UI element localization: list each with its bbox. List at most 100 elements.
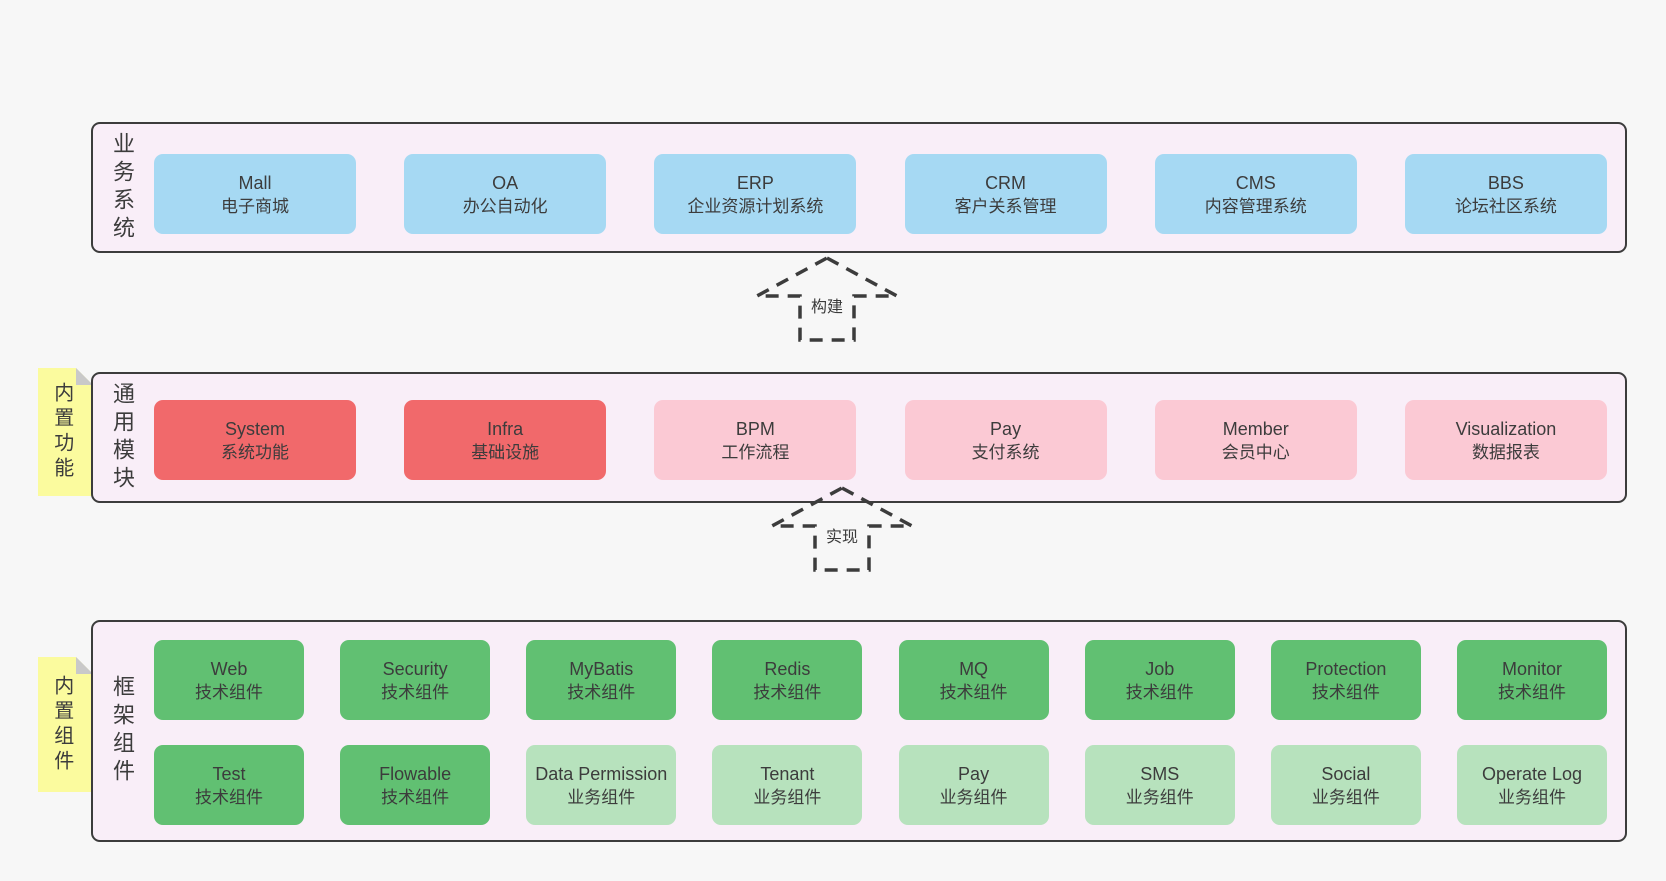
box-subtitle: 技术组件 [939, 682, 1008, 702]
box-erp: ERP 企业资源计划系统 [654, 154, 857, 234]
box-subtitle: 系统功能 [221, 442, 289, 462]
box-title: Tenant [760, 763, 815, 784]
box-title: SMS [1140, 763, 1180, 784]
box-subtitle: 业务组件 [567, 787, 636, 807]
box-subtitle: 技术组件 [195, 787, 263, 807]
box-subtitle: 企业资源计划系统 [687, 196, 824, 216]
box-pay: Pay 支付系统 [904, 400, 1107, 480]
build-arrow: 构建 [747, 254, 907, 344]
box-title: Operate Log [1481, 763, 1583, 784]
box-subtitle: 支付系统 [971, 442, 1040, 462]
sticky-label: 内置功能 [50, 382, 73, 482]
sticky-label: 内置组件 [50, 674, 73, 775]
box-subtitle: 会员中心 [1221, 442, 1290, 462]
box-data-permission: Data Permission 业务组件 [526, 745, 677, 825]
box-subtitle: 业务组件 [753, 787, 822, 807]
arrow-label: 实现 [822, 522, 862, 548]
box-mybatis: MyBatis 技术组件 [526, 640, 677, 720]
box-subtitle: 内容管理系统 [1204, 196, 1307, 216]
box-subtitle: 工作流程 [721, 442, 790, 462]
box-row: System 系统功能 Infra 基础设施 BPM 工作流程 Pay 支付系统… [154, 400, 1607, 480]
sticky-note-builtin-features: 内置功能 [38, 368, 93, 496]
box-title: Mall [238, 172, 272, 193]
box-bpm: BPM 工作流程 [654, 400, 857, 480]
box-title: CRM [985, 172, 1027, 193]
box-redis: Redis 技术组件 [712, 640, 863, 720]
box-title: Web [210, 658, 248, 679]
box-subtitle: 技术组件 [381, 787, 450, 807]
box-title: CMS [1235, 172, 1276, 193]
box-title: Data Permission [535, 763, 668, 784]
box-infra: Infra 基础设施 [404, 400, 607, 480]
box-row: Test 技术组件 Flowable 技术组件 Data Permission … [154, 745, 1607, 825]
section-common-modules: 通用模块 System 系统功能 Infra 基础设施 BPM 工作流程 Pay… [91, 372, 1627, 503]
box-visualization: Visualization 数据报表 [1404, 400, 1607, 480]
box-title: Monitor [1501, 658, 1562, 679]
box-title: ERP [736, 172, 774, 193]
box-title: Pay [990, 418, 1022, 439]
box-title: BPM [735, 418, 775, 439]
box-member: Member 会员中心 [1154, 400, 1357, 480]
box-title: OA [492, 172, 519, 193]
box-subtitle: 办公自动化 [462, 196, 548, 216]
box-subtitle: 技术组件 [1311, 682, 1380, 702]
box-title: Social [1321, 763, 1371, 784]
box-flowable: Flowable 技术组件 [340, 745, 491, 825]
box-subtitle: 技术组件 [1125, 682, 1194, 702]
box-mall: Mall 电子商城 [154, 154, 356, 234]
box-subtitle: 技术组件 [567, 682, 636, 702]
box-title: Redis [764, 658, 811, 679]
box-operate-log: Operate Log 业务组件 [1456, 745, 1607, 825]
box-title: Security [382, 658, 448, 679]
box-subtitle: 技术组件 [195, 682, 263, 702]
box-subtitle: 技术组件 [381, 682, 450, 702]
implement-arrow: 实现 [762, 484, 922, 574]
box-title: Visualization [1455, 418, 1557, 439]
box-bbs: BBS 论坛社区系统 [1404, 154, 1607, 234]
box-title: Flowable [379, 763, 452, 784]
box-title: Member [1222, 418, 1289, 439]
box-title: System [224, 418, 285, 439]
box-system: System 系统功能 [154, 400, 356, 480]
section-label: 业务系统 [110, 131, 135, 244]
box-subtitle: 业务组件 [1497, 787, 1566, 807]
box-subtitle: 基础设施 [471, 442, 540, 462]
box-oa: OA 办公自动化 [404, 154, 607, 234]
box-sms: SMS 业务组件 [1084, 745, 1235, 825]
box-web: Web 技术组件 [154, 640, 304, 720]
section-framework-components: 框架组件 Web 技术组件 Security 技术组件 MyBatis 技术组件… [91, 620, 1627, 842]
box-subtitle: 论坛社区系统 [1454, 196, 1557, 216]
box-subtitle: 数据报表 [1471, 442, 1540, 462]
box-monitor: Monitor 技术组件 [1456, 640, 1607, 720]
box-subtitle: 业务组件 [939, 787, 1008, 807]
box-title: Pay [958, 763, 990, 784]
box-crm: CRM 客户关系管理 [904, 154, 1107, 234]
box-title: MyBatis [569, 658, 634, 679]
box-social: Social 业务组件 [1270, 745, 1421, 825]
box-mq: MQ 技术组件 [898, 640, 1049, 720]
box-subtitle: 技术组件 [753, 682, 822, 702]
section-label: 通用模块 [110, 381, 135, 494]
box-pay: Pay 业务组件 [898, 745, 1049, 825]
box-subtitle: 业务组件 [1311, 787, 1380, 807]
box-test: Test 技术组件 [154, 745, 304, 825]
box-cms: CMS 内容管理系统 [1154, 154, 1357, 234]
box-title: BBS [1487, 172, 1524, 193]
box-tenant: Tenant 业务组件 [712, 745, 863, 825]
box-subtitle: 客户关系管理 [954, 196, 1057, 216]
arrow-label: 构建 [807, 292, 847, 318]
box-subtitle: 技术组件 [1497, 682, 1566, 702]
box-title: Protection [1305, 658, 1387, 679]
section-business-systems: 业务系统 Mall 电子商城 OA 办公自动化 ERP 企业资源计划系统 CRM… [91, 122, 1627, 253]
box-row: Web 技术组件 Security 技术组件 MyBatis 技术组件 Redi… [154, 640, 1607, 720]
box-job: Job 技术组件 [1084, 640, 1235, 720]
box-title: Test [212, 763, 246, 784]
sticky-note-builtin-components: 内置组件 [38, 657, 93, 792]
box-protection: Protection 技术组件 [1270, 640, 1421, 720]
box-row: Mall 电子商城 OA 办公自动化 ERP 企业资源计划系统 CRM 客户关系… [154, 154, 1607, 234]
box-title: MQ [959, 658, 989, 679]
box-title: Job [1145, 658, 1175, 679]
box-subtitle: 电子商城 [221, 196, 289, 216]
section-label: 框架组件 [110, 675, 135, 787]
